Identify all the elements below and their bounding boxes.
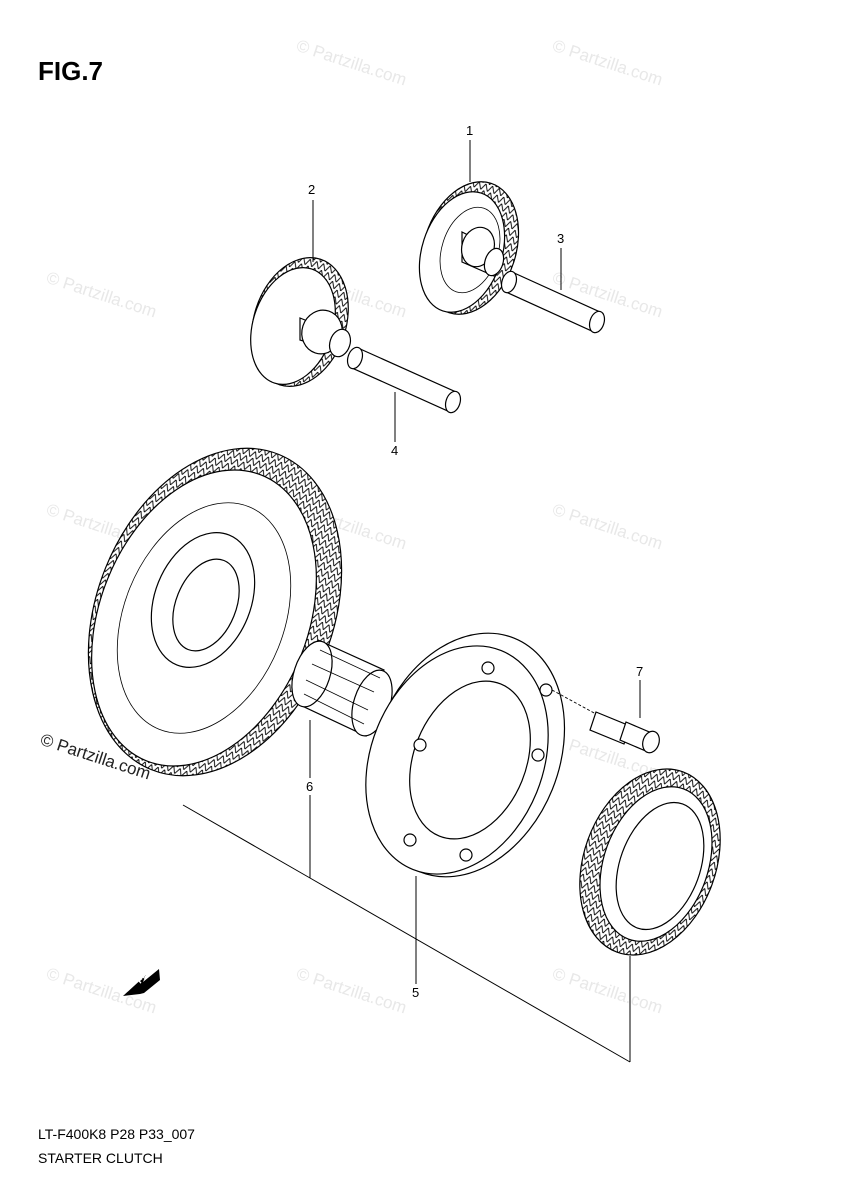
forward-direction-arrow: FWD	[123, 964, 160, 996]
part-1-idle-gear	[418, 181, 520, 315]
callout-4: 4	[391, 443, 398, 458]
callout-3: 3	[557, 231, 564, 246]
figure-title: FIG.7	[38, 56, 104, 86]
part-5-clutch-housing	[365, 632, 566, 878]
callout-6: 6	[306, 779, 313, 794]
starter-driven-gear	[87, 447, 343, 777]
callout-2: 2	[308, 182, 315, 197]
part-2-idle-gear	[250, 257, 352, 387]
part-7-bolt	[551, 689, 660, 754]
callout-7: 7	[636, 664, 643, 679]
callout-1: 1	[466, 123, 473, 138]
leader-lines	[182, 140, 641, 1063]
model-code: LT-F400K8 P28 P33_007	[38, 1126, 195, 1142]
one-way-clutch	[579, 768, 721, 956]
part-3-shaft	[500, 270, 606, 334]
part-4-shaft	[346, 346, 462, 414]
callout-numbers: 1 2 3 4 5 6 7	[306, 123, 643, 1000]
callout-5: 5	[412, 985, 419, 1000]
diagram-caption: STARTER CLUTCH	[38, 1150, 163, 1166]
